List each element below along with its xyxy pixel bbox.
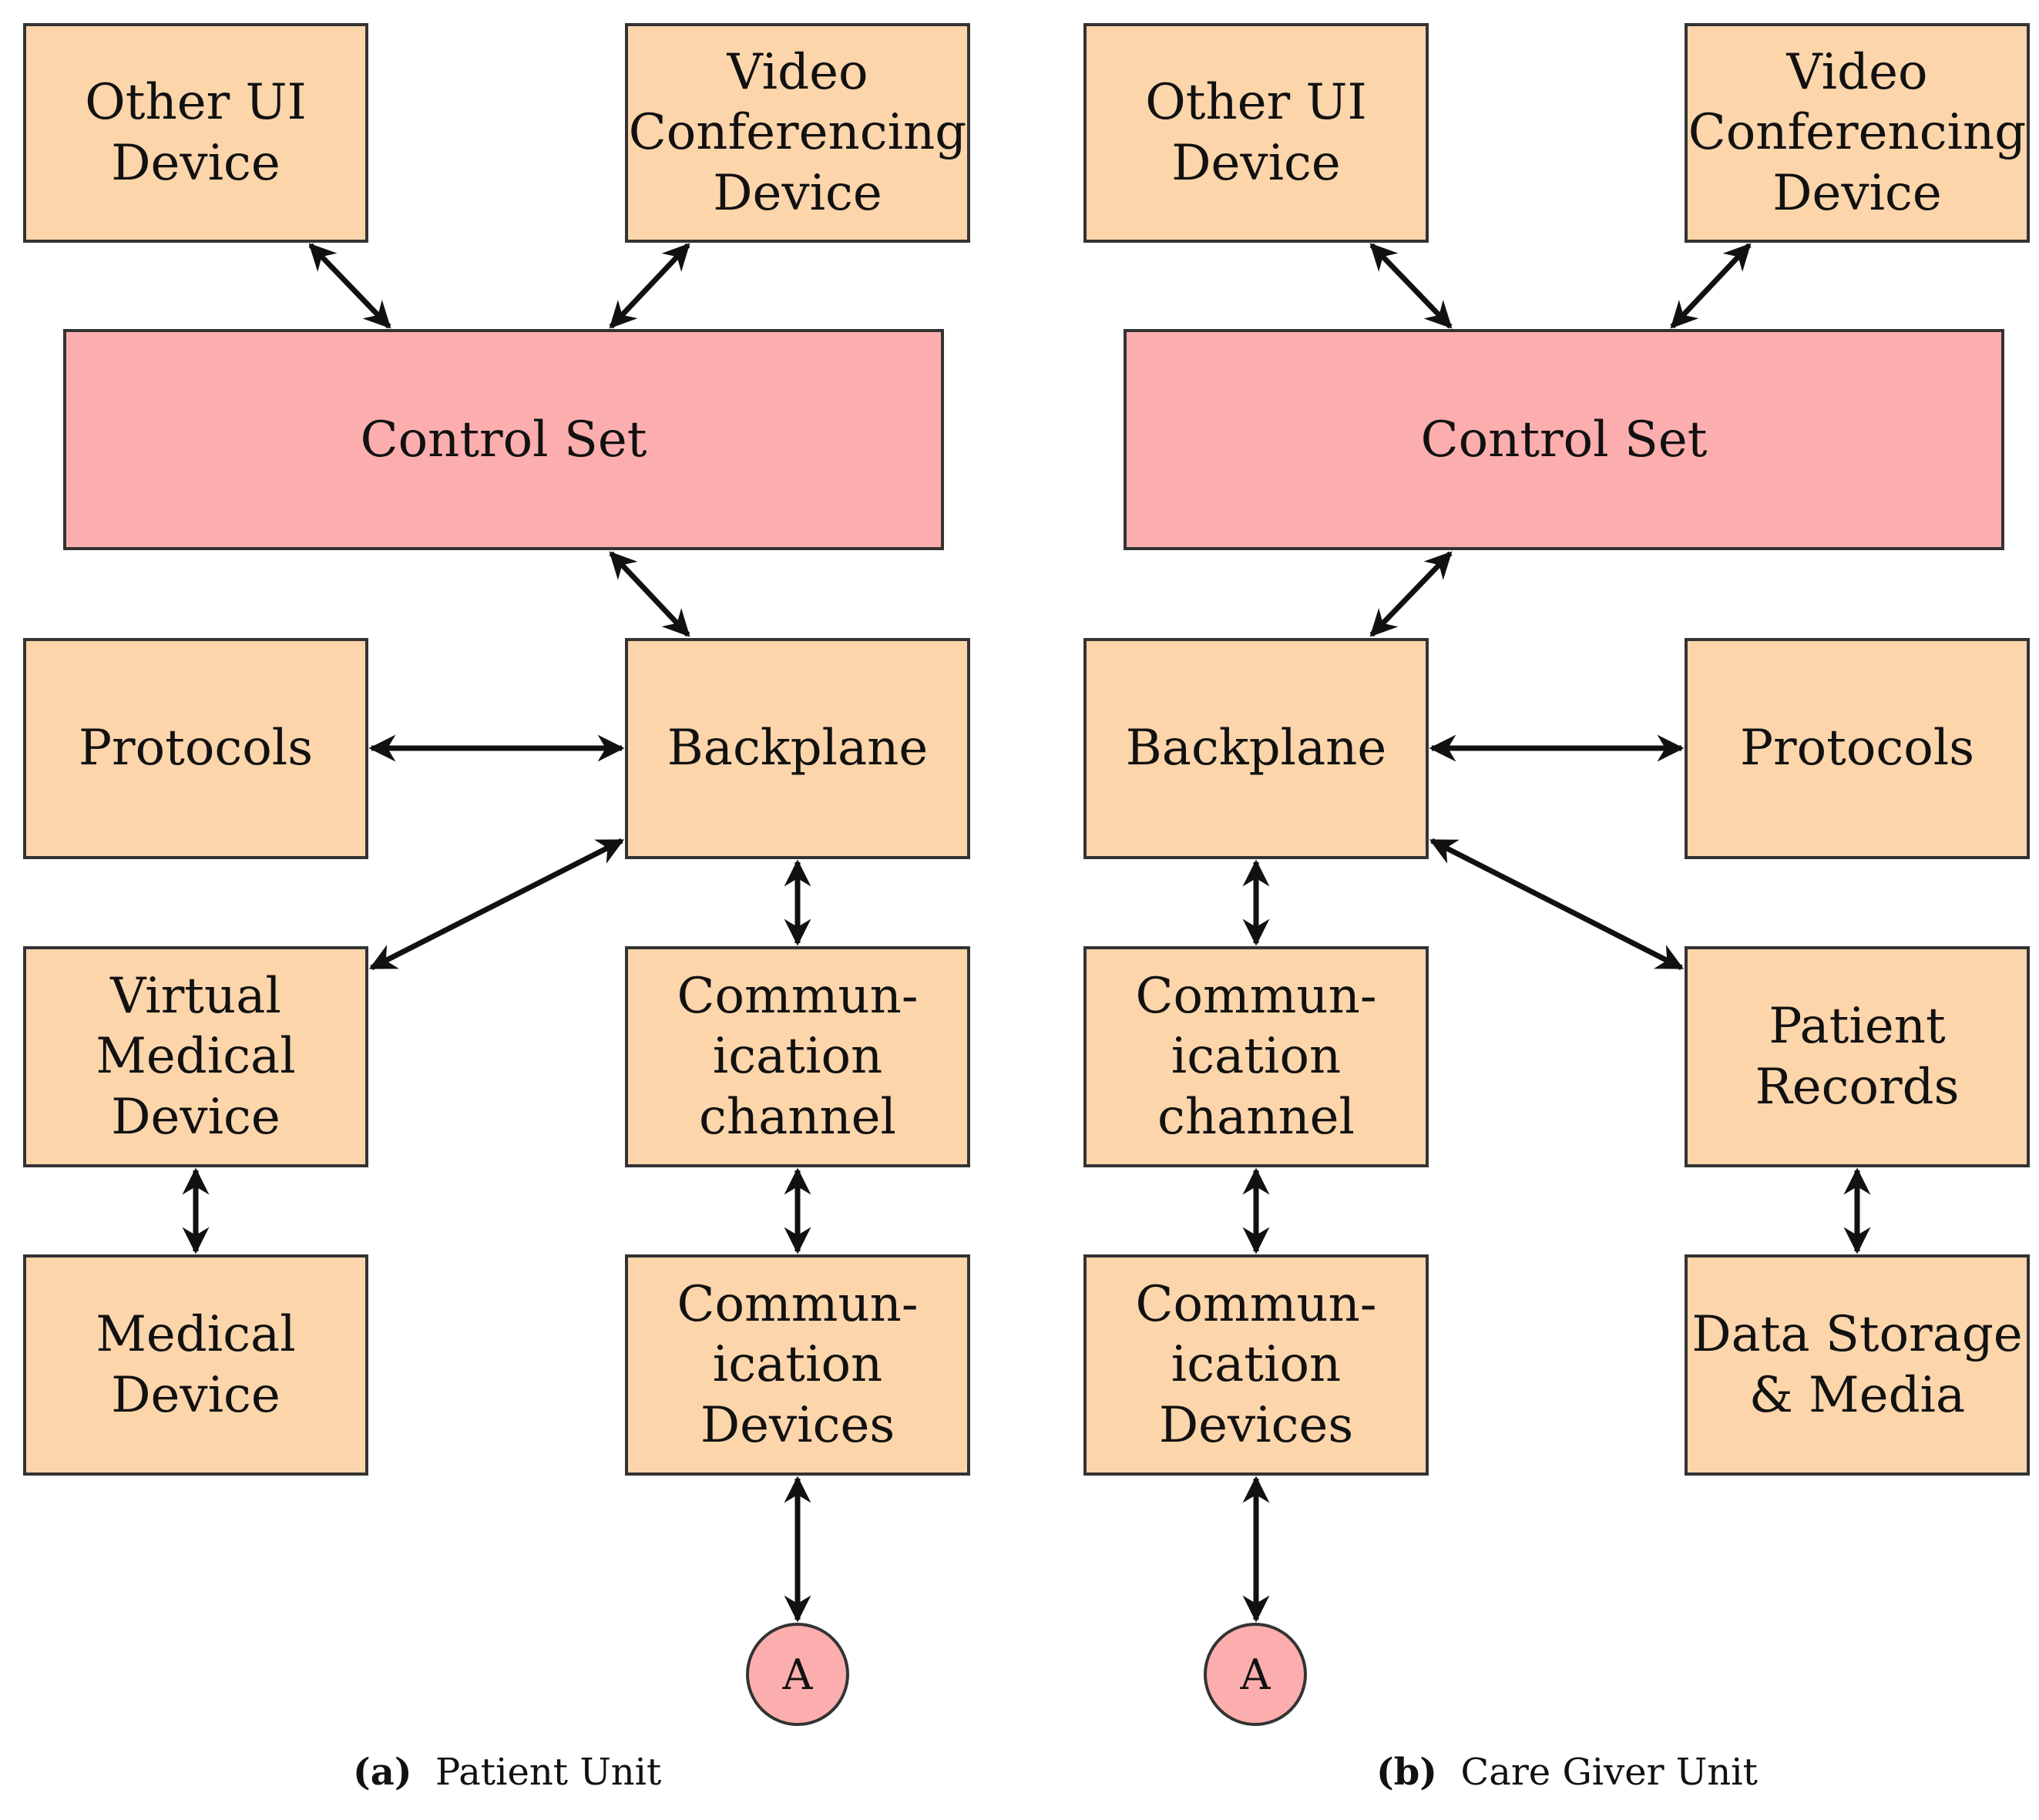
video-conferencing-device-box-a: Video Conferencing Device xyxy=(625,23,970,243)
caption-a: (a) Patient Unit xyxy=(353,1751,661,1794)
edge-control-backplane-b xyxy=(1369,551,1453,637)
communication-channel-box-b: Commun- ication channel xyxy=(1083,946,1429,1167)
other-ui-device-label-a: Other UI Device xyxy=(85,74,307,192)
edge-otherui-control-a xyxy=(308,243,391,329)
edge-control-backplane-a xyxy=(609,551,690,637)
communication-devices-box-a: Commun- ication Devices xyxy=(625,1254,970,1476)
data-storage-media-label-b: Data Storage & Media xyxy=(1691,1306,2023,1424)
backplane-label-a: Backplane xyxy=(667,720,929,777)
connector-a-node-b: A xyxy=(1204,1623,1307,1726)
communication-channel-label-a: Commun- ication channel xyxy=(677,968,919,1146)
control-set-label-a: Control Set xyxy=(360,411,647,468)
control-set-label-b: Control Set xyxy=(1420,411,1708,468)
virtual-medical-device-box-a: Virtual Medical Device xyxy=(23,946,368,1167)
edge-otherui-control-b xyxy=(1369,243,1453,329)
other-ui-device-label-b: Other UI Device xyxy=(1145,74,1367,192)
connector-a-label-b: A xyxy=(1240,1650,1271,1699)
caption-b: (b) Care Giver Unit xyxy=(1376,1751,1758,1794)
protocols-label-b: Protocols xyxy=(1739,720,1975,777)
backplane-box-a: Backplane xyxy=(625,638,970,859)
caption-b-label: (b) xyxy=(1376,1751,1437,1794)
control-set-box-b: Control Set xyxy=(1124,329,2004,550)
other-ui-device-box-a: Other UI Device xyxy=(23,23,368,243)
caption-b-text: Care Giver Unit xyxy=(1460,1751,1758,1794)
edge-backplane-records-b xyxy=(1429,838,1685,971)
medical-device-label-a: Medical Device xyxy=(96,1306,296,1424)
edge-video-control-b xyxy=(1670,243,1752,329)
control-set-box-a: Control Set xyxy=(63,329,944,550)
video-conferencing-device-label-b: Video Conferencing Device xyxy=(1688,44,2027,222)
connector-a-label-a: A xyxy=(782,1650,813,1699)
communication-channel-box-a: Commun- ication channel xyxy=(625,946,970,1167)
protocols-box-a: Protocols xyxy=(23,638,368,859)
edge-backplane-virtual-a xyxy=(368,838,625,971)
caption-a-label: (a) xyxy=(353,1751,412,1794)
data-storage-media-box-b: Data Storage & Media xyxy=(1685,1254,2030,1476)
backplane-box-b: Backplane xyxy=(1083,638,1429,859)
communication-channel-label-b: Commun- ication channel xyxy=(1135,968,1377,1146)
communication-devices-box-b: Commun- ication Devices xyxy=(1083,1254,1429,1476)
communication-devices-label-b: Commun- ication Devices xyxy=(1135,1276,1377,1454)
video-conferencing-device-box-b: Video Conferencing Device xyxy=(1685,23,2030,243)
edge-video-control-a xyxy=(609,243,690,329)
other-ui-device-box-b: Other UI Device xyxy=(1083,23,1429,243)
caption-a-text: Patient Unit xyxy=(435,1751,662,1794)
communication-devices-label-a: Commun- ication Devices xyxy=(677,1276,919,1454)
patient-records-label-b: Patient Records xyxy=(1755,998,1960,1116)
patient-records-box-b: Patient Records xyxy=(1685,946,2030,1167)
protocols-box-b: Protocols xyxy=(1685,638,2030,859)
protocols-label-a: Protocols xyxy=(78,720,314,777)
virtual-medical-device-label-a: Virtual Medical Device xyxy=(96,968,296,1146)
backplane-label-b: Backplane xyxy=(1125,720,1387,777)
connector-a-node-a: A xyxy=(746,1623,849,1726)
medical-device-box-a: Medical Device xyxy=(23,1254,368,1476)
video-conferencing-device-label-a: Video Conferencing Device xyxy=(628,44,967,222)
